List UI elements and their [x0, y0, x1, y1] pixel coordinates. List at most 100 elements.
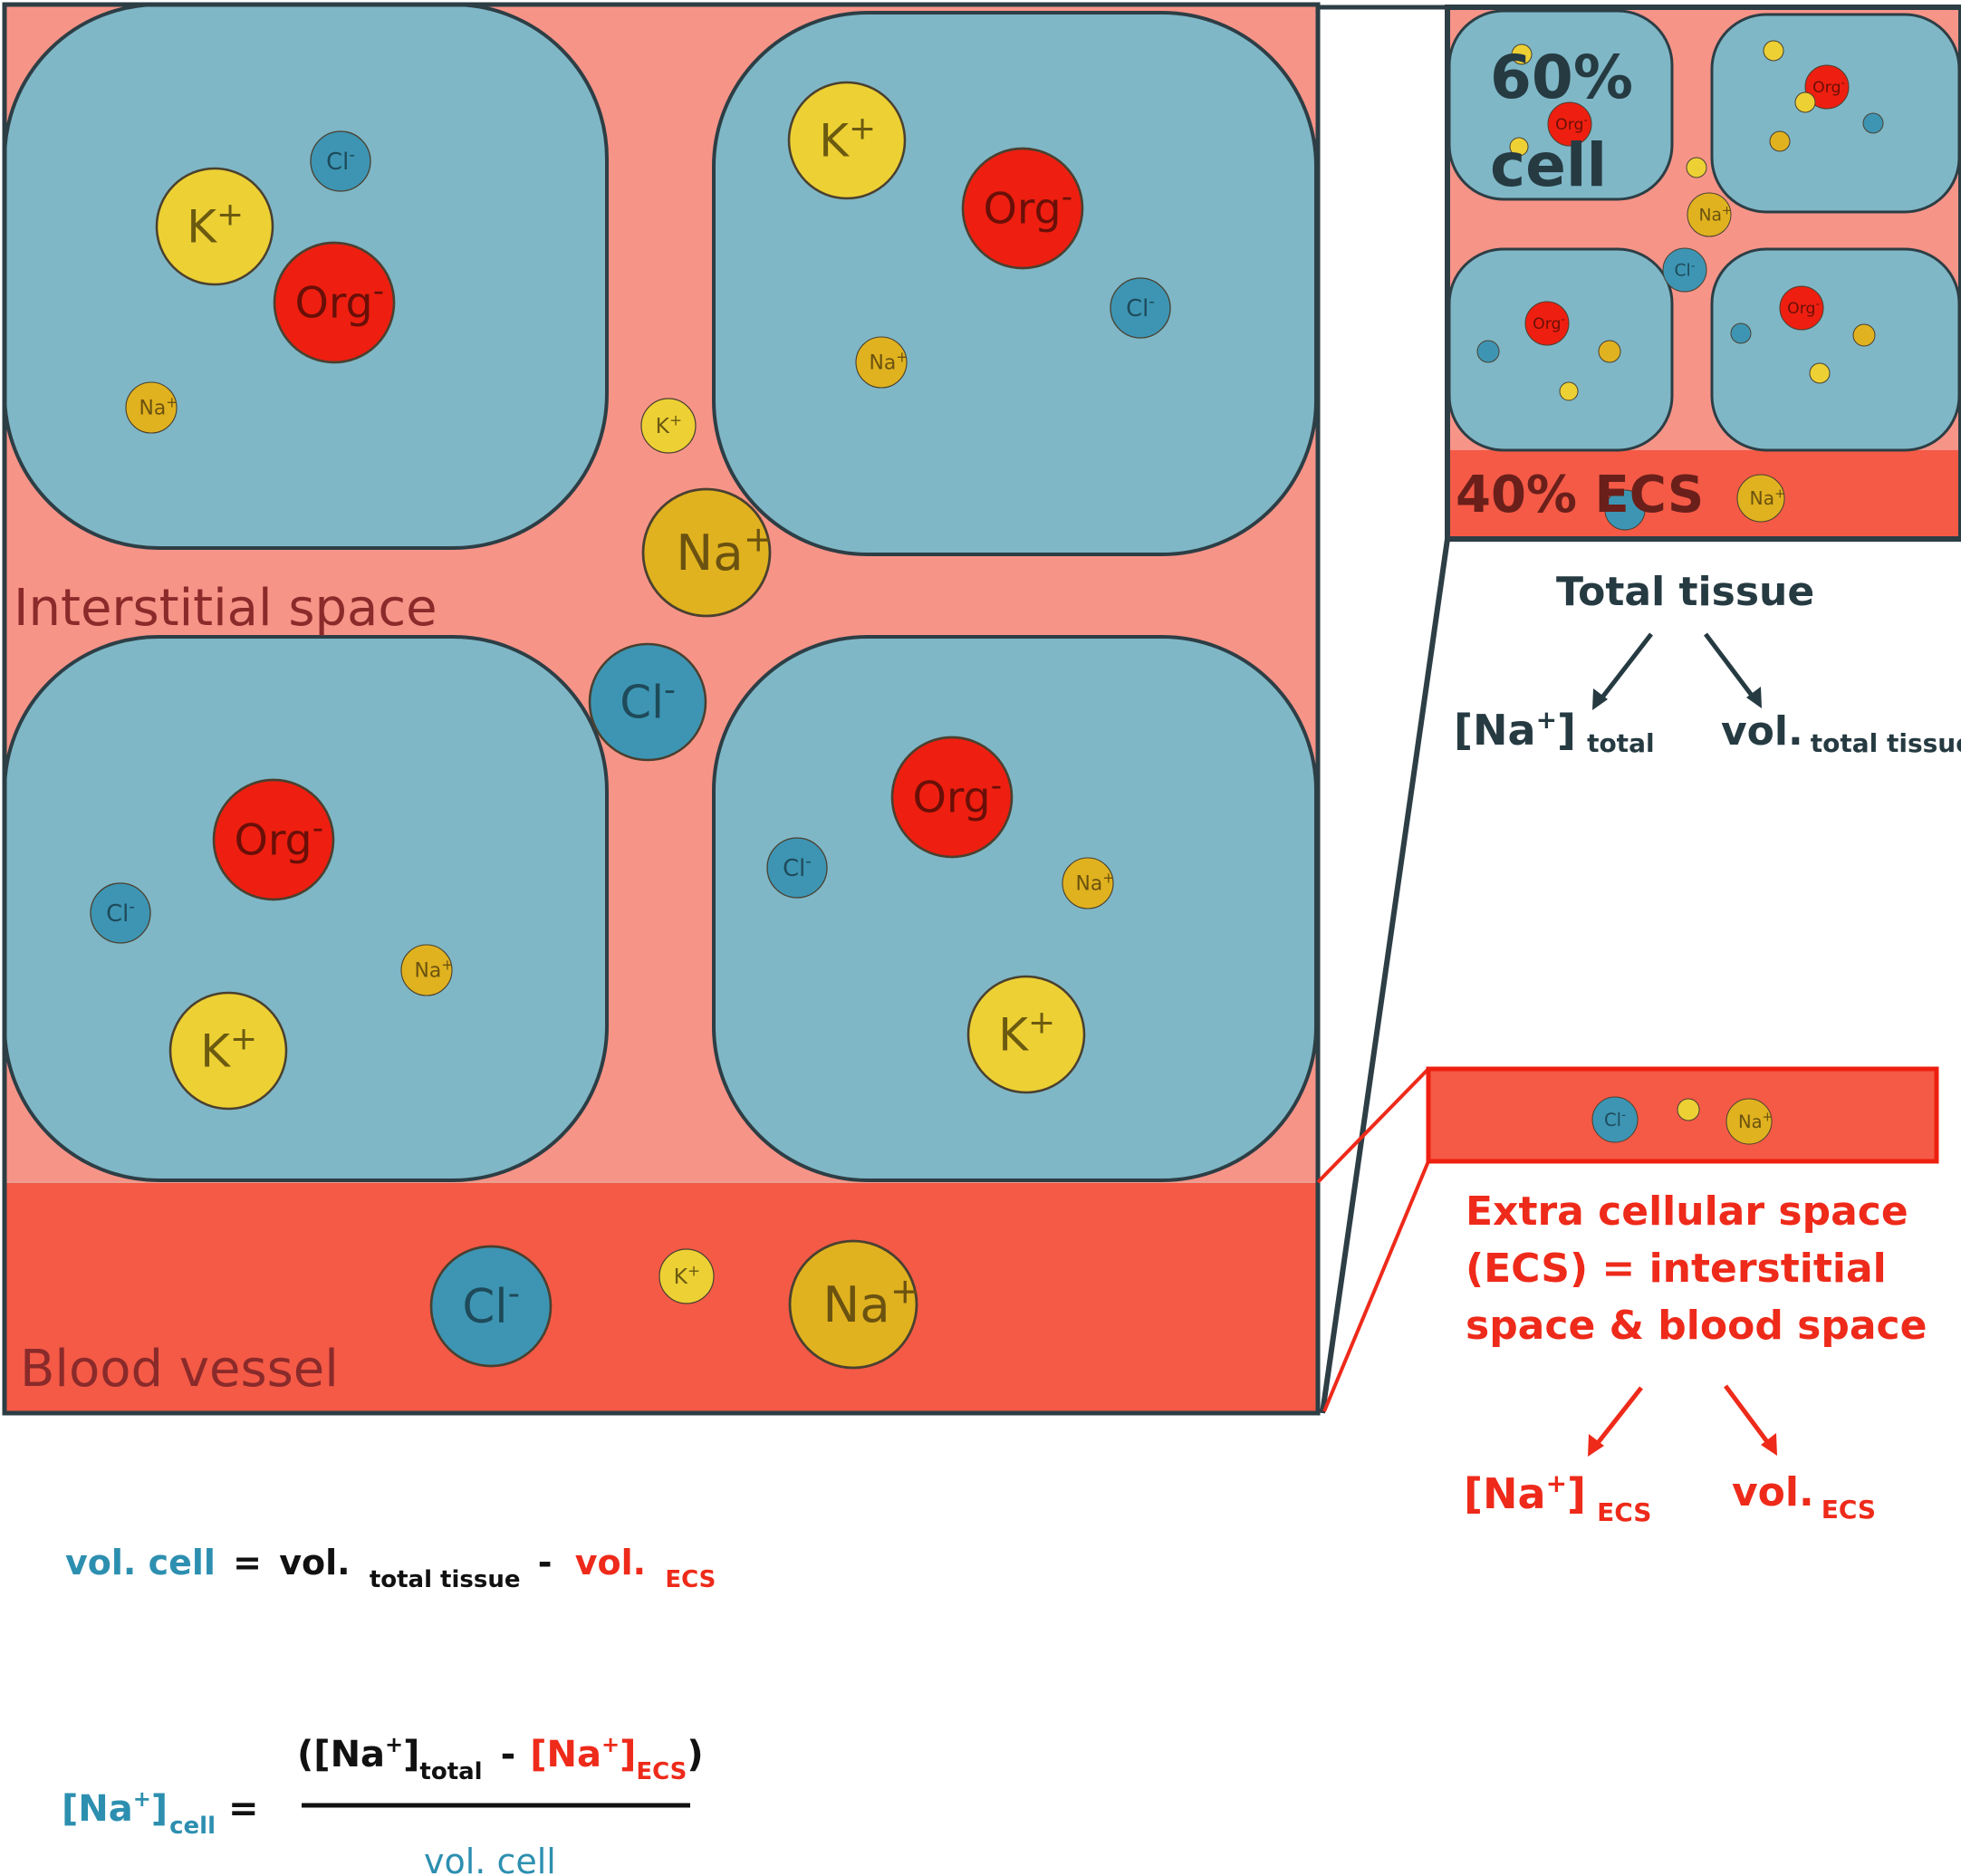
- arrow-total-left: [1597, 632, 1653, 704]
- ecs-panel: Cl-Na+ Extra cellular space (ECS) = inte…: [1316, 1066, 1939, 1527]
- svg-text:Na+: Na+: [139, 393, 178, 419]
- svg-text:Cl-: Cl-: [326, 146, 355, 176]
- svg-text:Org-: Org-: [1787, 296, 1820, 318]
- ecs-description-line1: Extra cellular space: [1466, 1188, 1908, 1235]
- k-ion: K+: [658, 1248, 715, 1304]
- na-ion: Na+: [125, 381, 178, 434]
- org-ion: Org-: [273, 241, 396, 364]
- na-cell-numerator: ([Na+]total-[Na+]ECS): [297, 1732, 704, 1785]
- k-ion: [1686, 157, 1707, 178]
- svg-text:K+: K+: [674, 1261, 700, 1289]
- cl-ion: Cl-: [1110, 277, 1171, 339]
- svg-text:Org-: Org-: [983, 179, 1072, 235]
- arrow-ecs-right-head: [1761, 1433, 1777, 1456]
- svg-text:Na+: Na+: [870, 348, 908, 374]
- svg-text:K+: K+: [656, 410, 682, 438]
- svg-text:Cl-: Cl-: [106, 898, 135, 928]
- org-ion: Org-: [961, 147, 1084, 270]
- svg-text:Cl-: Cl-: [620, 672, 676, 729]
- k-ion: [1559, 381, 1579, 401]
- cl-ion: [1476, 340, 1500, 363]
- cell-bottom-right: [712, 635, 1318, 1182]
- arrow-total-right-head: [1746, 687, 1762, 708]
- svg-text:Na+: Na+: [676, 519, 773, 582]
- na-ion: Na+: [1736, 474, 1785, 523]
- svg-text:Org-: Org-: [1555, 112, 1588, 134]
- svg-text:Na+: Na+: [1076, 869, 1115, 895]
- k-ion: [1763, 40, 1784, 62]
- cl-ion: Cl-: [310, 130, 371, 192]
- ecs-zoom-line-top: [1316, 1067, 1430, 1184]
- total-tissue-inset: Org-Org-Na+Cl-Org-Org-Na+ 60% cell 40% E…: [1318, 5, 1961, 1414]
- vol-ecs-term: vol.ECS: [1732, 1469, 1876, 1525]
- org-ion: Org-: [1804, 64, 1850, 110]
- cl-ion: Cl-: [1591, 1096, 1639, 1143]
- ecs-zoom-line-bottom: [1322, 1160, 1430, 1412]
- na-ion: Na+: [641, 487, 774, 618]
- k-ion: K+: [640, 398, 697, 454]
- svg-text:Na+: Na+: [1738, 1110, 1773, 1131]
- zoom-line-bottom: [1320, 538, 1450, 1414]
- k-ion: K+: [168, 991, 288, 1111]
- arrow-ecs-right: [1723, 1384, 1774, 1448]
- inset-cell-bottom-right: [1710, 247, 1961, 452]
- inset-ions: Org- Org- Na+ Cl- Org- Org- Na+: [1476, 40, 1884, 531]
- svg-text:Org-: Org-: [234, 811, 323, 866]
- cl-ion: Cl-: [766, 837, 828, 899]
- svg-text:Org-: Org-: [1533, 312, 1565, 333]
- main-tissue-panel: Interstitial space Blood vessel Cl-K+Org…: [2, 2, 1321, 1416]
- cl-ion: [1862, 112, 1884, 134]
- cl-ion: [1604, 489, 1646, 531]
- interstitial-space-label: Interstitial space: [14, 579, 437, 638]
- na-ion: Na+: [1062, 857, 1115, 909]
- k-ion: [1509, 137, 1529, 157]
- inset-title: Total tissue: [1556, 569, 1814, 615]
- ecs-ions: Cl- Na+: [1591, 1096, 1773, 1145]
- org-ion: Org-: [1547, 101, 1592, 147]
- blood-vessel-region: [5, 1182, 1318, 1413]
- inset-border: [1445, 5, 1961, 542]
- inset-cell-percent: 60%: [1490, 43, 1633, 112]
- inset-ecs-band: [1447, 450, 1961, 539]
- k-ion: K+: [155, 167, 274, 286]
- k-ion: K+: [787, 81, 907, 200]
- na-ion: Na+: [1725, 1098, 1773, 1145]
- inset-cell-top-right: [1710, 13, 1961, 214]
- cl-ion: Cl-: [588, 642, 707, 762]
- arrow-total-right: [1704, 632, 1757, 702]
- vol-total-term: vol.total tissue: [1721, 708, 1961, 758]
- k-ion: [1677, 1098, 1700, 1121]
- main-ions: Cl- K+ Org- Na+ K+ Org- Cl- Na+ K+ Na+ Cl- Org- Cl- N…: [90, 81, 1171, 1370]
- svg-text:K+: K+: [998, 1005, 1055, 1062]
- svg-text:Cl-: Cl-: [1604, 1108, 1626, 1130]
- na-cell-lhs: [Na+]cell=: [62, 1786, 259, 1840]
- svg-text:K+: K+: [200, 1021, 257, 1078]
- arrow-ecs-left: [1592, 1386, 1643, 1449]
- na-ion: [1852, 323, 1876, 347]
- cl-ion: [1730, 322, 1752, 344]
- na-ion: Na+: [1687, 192, 1732, 237]
- inset-cell-word: cell: [1490, 130, 1607, 200]
- cell-top-right: [712, 11, 1318, 556]
- svg-text:K+: K+: [187, 197, 244, 254]
- svg-text:Org-: Org-: [912, 768, 1002, 823]
- svg-text:Cl-: Cl-: [462, 1274, 520, 1334]
- ecs-description-line3: space & blood space: [1466, 1303, 1927, 1349]
- org-ion: Org-: [1779, 285, 1824, 331]
- na-ion: [1769, 130, 1791, 152]
- cl-ion: Cl-: [90, 882, 151, 944]
- svg-text:Na+: Na+: [822, 1271, 919, 1333]
- k-ion: K+: [966, 975, 1086, 1094]
- org-ion: Org-: [890, 736, 1014, 859]
- k-ion: [1809, 362, 1831, 384]
- arrow-ecs-left-head: [1588, 1434, 1604, 1457]
- svg-text:K+: K+: [819, 111, 876, 168]
- cl-ion: Cl-: [1662, 247, 1707, 293]
- svg-text:Cl-: Cl-: [783, 852, 812, 882]
- na-total-term: [Na+]total: [1454, 705, 1655, 758]
- org-ion: Org-: [1524, 301, 1570, 346]
- na-cell-denominator: vol. cell: [424, 1842, 556, 1876]
- vol-cell-equation: vol. cell = vol. total tissue - vol. ECS: [65, 1543, 716, 1595]
- na-ion: Na+: [400, 944, 453, 996]
